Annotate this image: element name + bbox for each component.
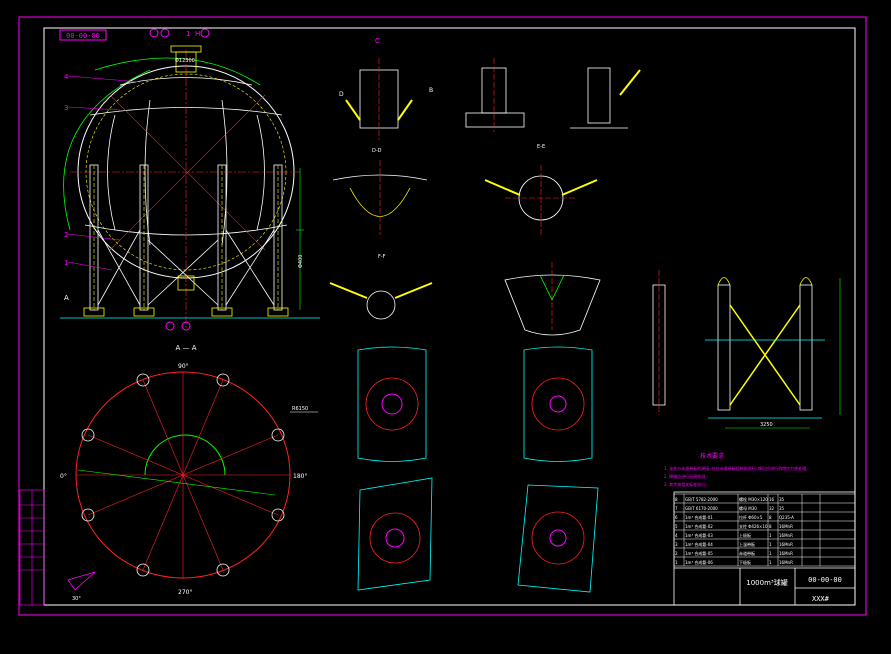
revision-table [19, 489, 45, 606]
nozzle-plate-views [357, 346, 599, 593]
top-symbol-1: 1 [186, 30, 190, 38]
strut-detail-view: 3250 [652, 270, 841, 429]
detail-mark-c: C [375, 37, 380, 45]
bom-cell: 1 [769, 551, 772, 556]
tech-req-line-2: 2. 焊缝应进行无损检测。 [664, 473, 709, 479]
bom-cell: 1 [769, 533, 772, 538]
bom-cell: 8 [769, 515, 772, 520]
scale-text: XXX# [812, 595, 830, 603]
angle-30: 30° [72, 596, 81, 602]
bom-cell: 1 [769, 560, 772, 565]
tech-requirements: 技术要求 1. 支柱与赤道带板的焊接, 应在赤道带板组装前进行, 焊后应进行消除… [664, 452, 810, 487]
tech-req-line-1: 1. 支柱与赤道带板的焊接, 应在赤道带板组装前进行, 焊后应进行消除应力热处理… [664, 465, 810, 471]
angle-270: 270° [178, 589, 192, 596]
bom-cell: 16MnR [779, 560, 793, 565]
drawing-number-top: 00-00-00 [66, 32, 100, 40]
plan-view-aa: A — A 90° 0° 180° 270° R6150 [60, 344, 318, 602]
top-symbol-2: H [195, 30, 200, 38]
bom-cell: 拉杆 Φ60×5 [739, 514, 763, 520]
bom-cell: 1m³ 合成氨-02 [685, 523, 713, 529]
bom-cell: 32 [769, 506, 775, 511]
part-label-1: 1 [64, 259, 68, 267]
section-mark-a: A [64, 294, 69, 302]
bom-cell: 1 [675, 560, 678, 565]
detail-dd: D-D [332, 148, 428, 235]
part-label-2: 2 [64, 231, 68, 239]
bom-cell: 35 [779, 506, 785, 511]
bom-cell: 1m³ 合成氨-05 [685, 550, 713, 556]
bom-cell: 3 [675, 542, 678, 547]
detail-ee: E-E [484, 144, 598, 235]
bom-cell: 16MnR [779, 551, 793, 556]
detail-mark-b: B [429, 87, 433, 94]
tech-req-line-3: 3. 其余按相关标准执行。 [664, 481, 709, 487]
bom-cell: 螺母 M30 [739, 505, 757, 511]
dim-diameter: Φ12300 [175, 58, 195, 64]
bom-cell: 8 [675, 497, 678, 502]
sphere-elevation-view: Φ400 4 3 2 1 Φ12300 A [60, 45, 320, 331]
dim-height: Φ400 [298, 255, 304, 268]
bom-cell: 1 [769, 542, 772, 547]
part-label-4: 4 [64, 73, 69, 81]
detail-cc-top: C D B [339, 37, 433, 140]
bom-cell: 4 [675, 533, 678, 538]
inner-border [43, 27, 856, 606]
bom-cell: 1m³ 合成氨-06 [685, 559, 713, 565]
bom-cell: 2 [675, 551, 678, 556]
bom-cell: 35 [779, 497, 785, 502]
bom-cell: 支柱 Φ426×10 [739, 523, 768, 529]
view-label-dd: D-D [372, 148, 382, 154]
dim-width: 3250 [760, 422, 773, 428]
tech-requirements-title: 技术要求 [700, 452, 724, 460]
detail-support-side [465, 58, 525, 132]
bom-cell: 8 [769, 524, 772, 529]
bom-cell: 上极板 [739, 532, 751, 538]
bom-grid [673, 493, 856, 567]
bom-cell: 16MnR [779, 533, 793, 538]
bom-cell: 5 [675, 524, 678, 529]
drawing-number-block: 00-00-00 [808, 576, 842, 584]
detail-support-angle [570, 67, 641, 129]
top-symbol-group: 1 H [149, 28, 210, 38]
bom-cell: 16MnR [779, 542, 793, 547]
bom-cell: GB/T 6170-2000 [685, 506, 718, 511]
dim-radius: R6150 [292, 406, 308, 412]
detail-weld [504, 262, 601, 336]
view-label-aa: A — A [175, 344, 196, 352]
drawing-number-tag: 00-00-00 [59, 29, 107, 41]
bom-cell: 16MnR [779, 524, 793, 529]
bom-cell: 1m³ 合成氨-04 [685, 541, 713, 547]
bom-cell: 下极板 [739, 559, 751, 565]
bom-cell: 赤道带板 [739, 550, 755, 556]
bom-cell: 上温带板 [739, 541, 755, 547]
bom-cell: 7 [675, 506, 678, 511]
outer-border [18, 16, 867, 616]
bom-cell: 1m³ 合成氨-01 [685, 514, 713, 520]
bom-cell: 6 [675, 515, 678, 520]
detail-mark-d: D [339, 91, 344, 98]
angle-180: 180° [293, 473, 307, 480]
bom-cell: 螺栓 M30×120 [739, 496, 768, 502]
view-label-ff: F-F [378, 254, 386, 260]
angle-90: 90° [178, 363, 189, 370]
view-label-ee: E-E [537, 144, 545, 150]
detail-ff: F-F [329, 254, 433, 320]
part-label-3: 3 [64, 104, 68, 112]
bom-cell: 1m³ 合成氨-03 [685, 532, 713, 538]
angle-0: 0° [60, 473, 67, 480]
bom-cell: GB/T 5782-2000 [685, 497, 718, 502]
bom-cell: Q235-A [779, 515, 794, 520]
bom-cell: 16 [769, 497, 775, 502]
title-box-label: 1000m³球罐 [746, 578, 787, 587]
